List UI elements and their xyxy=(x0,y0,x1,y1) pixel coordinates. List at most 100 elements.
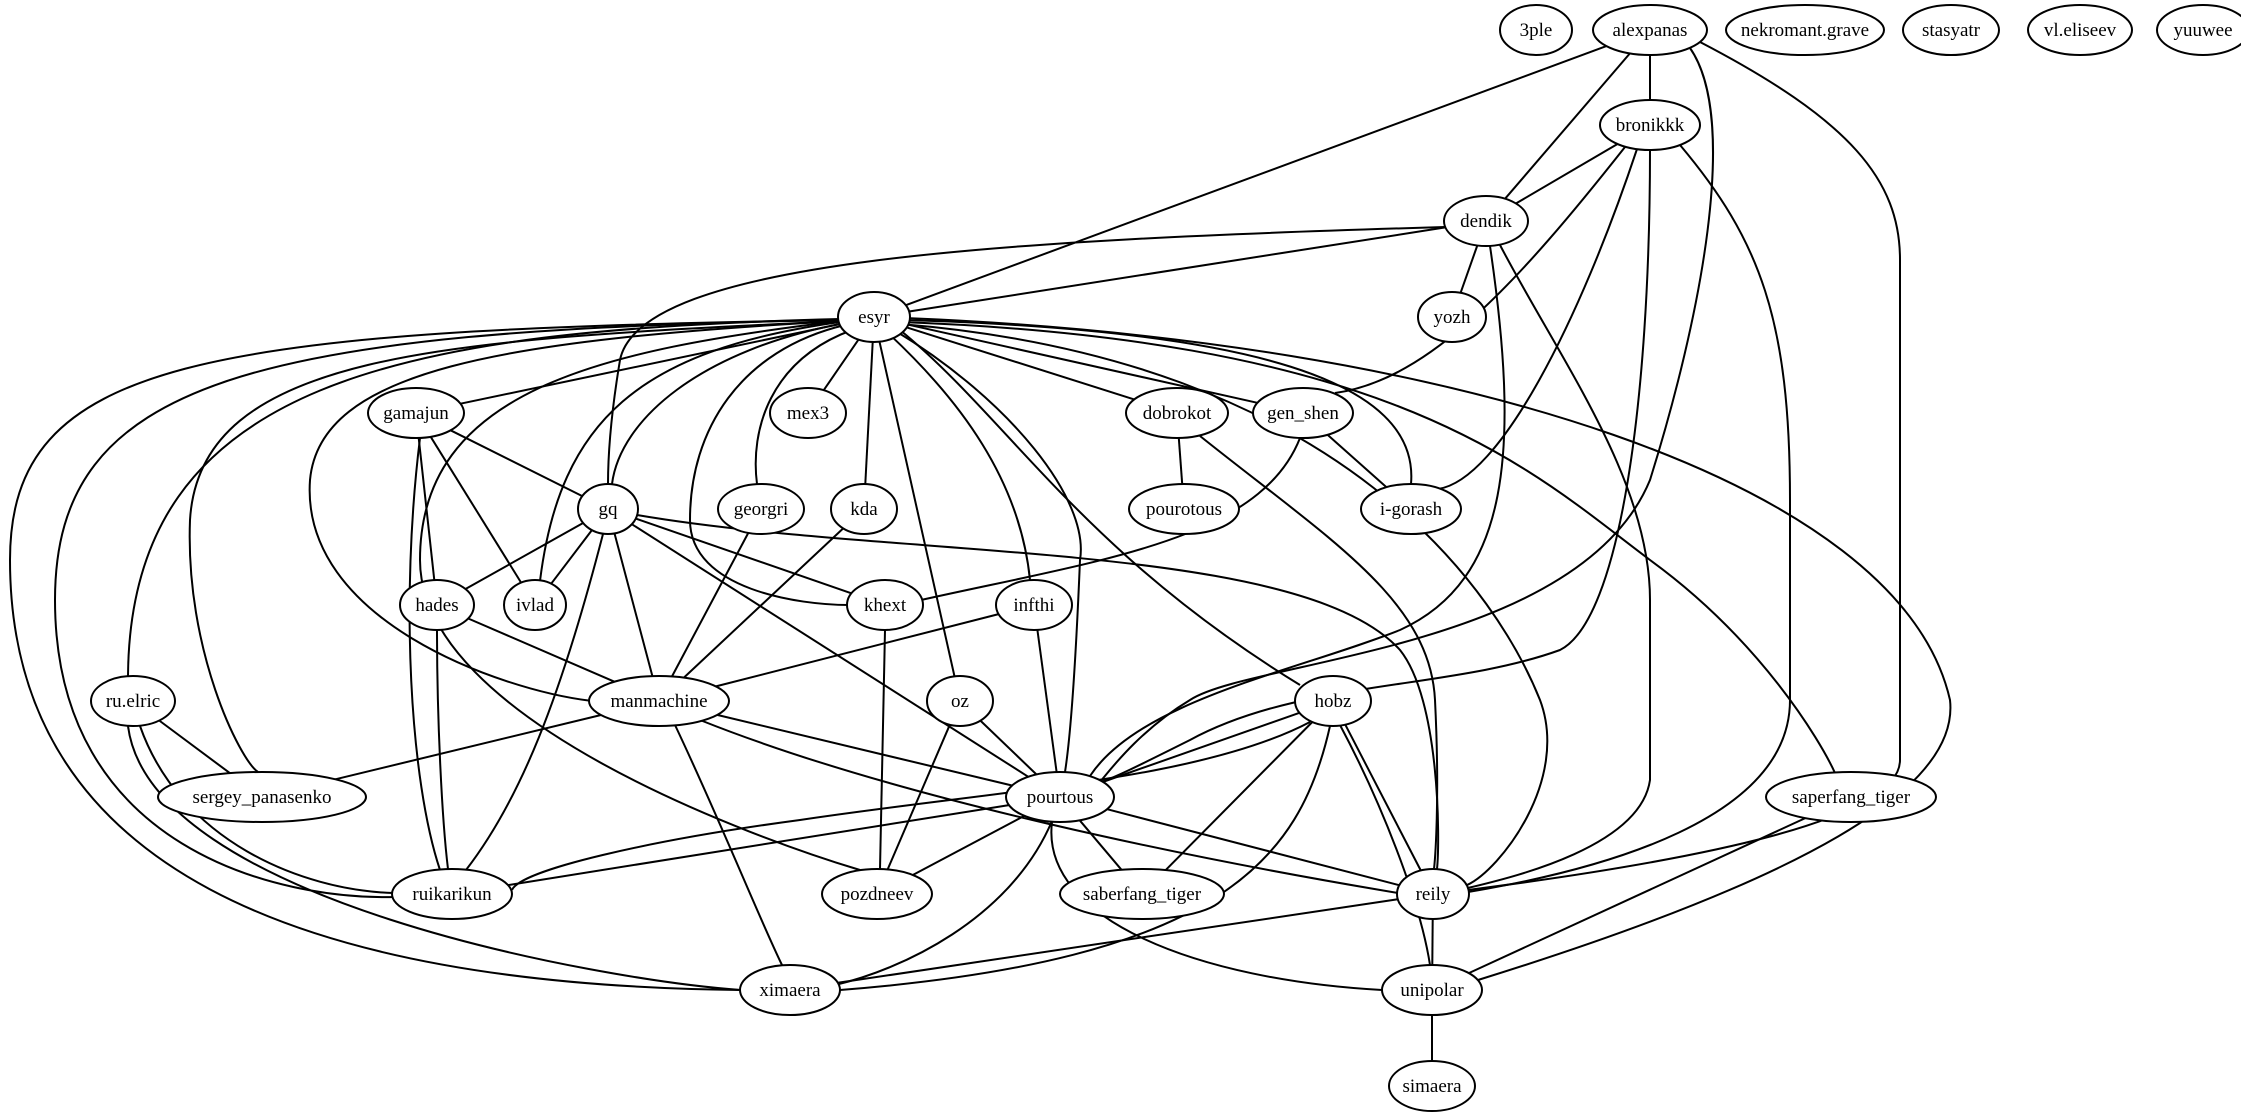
edge-pourtous-reily xyxy=(1106,808,1400,887)
node-hades: hades xyxy=(399,579,475,631)
node-ellipse xyxy=(1417,291,1487,343)
edge-dobrokot-reily xyxy=(1199,435,1439,870)
edge-esyr-gamajun xyxy=(460,323,840,405)
node-ru.elric: ru.elric xyxy=(90,675,176,727)
node-ellipse xyxy=(821,868,933,920)
node-ellipse xyxy=(846,579,924,631)
node-i-gorash: i-gorash xyxy=(1360,483,1462,535)
node-label: ivlad xyxy=(516,595,554,616)
edge-alexpanas-dendik xyxy=(1504,52,1631,200)
edge-hobz-ruikarikun xyxy=(511,721,1311,891)
node-label: hobz xyxy=(1315,691,1352,712)
node-label: kda xyxy=(850,499,878,520)
node-ellipse xyxy=(739,964,841,1016)
node-label: manmachine xyxy=(610,691,707,712)
node-alexpanas: alexpanas xyxy=(1592,4,1708,56)
edge-esyr-reily xyxy=(899,323,1549,886)
node-ellipse xyxy=(1360,483,1462,535)
edge-dendik-esyr xyxy=(908,226,1446,313)
node-ellipse xyxy=(2156,4,2241,56)
node-hobz: hobz xyxy=(1294,675,1372,727)
edge-manmachine-ximaera xyxy=(674,724,783,966)
node-ellipse xyxy=(837,291,911,343)
edge-reily-ximaera xyxy=(837,898,1398,984)
edge-pourtous-ruikarikun xyxy=(507,804,1010,887)
edge-dendik-gq xyxy=(607,226,1446,485)
node-sergey_panasenko: sergey_panasenko xyxy=(157,771,367,823)
node-ellipse xyxy=(995,579,1073,631)
node-ellipse xyxy=(588,675,730,727)
node-esyr: esyr xyxy=(837,291,911,343)
edge-esyr-mex3 xyxy=(822,339,860,391)
edge-alexpanas-reily xyxy=(1467,41,1901,891)
graph-edges xyxy=(8,41,1952,1061)
edge-infthi-manmachine xyxy=(715,613,999,688)
edge-gq-hades xyxy=(465,522,584,590)
node-label: sergey_panasenko xyxy=(193,787,332,808)
node-label: vl.eliseev xyxy=(2044,20,2117,41)
edge-gen_shen-i-gorash xyxy=(1326,434,1388,488)
edge-esyr-ru.elric xyxy=(127,318,841,677)
edge-gq-khext xyxy=(635,517,852,595)
edge-gamajun-hades xyxy=(417,437,436,581)
edge-georgri-manmachine xyxy=(671,532,750,677)
node-label: esyr xyxy=(858,307,890,328)
edge-gen_shen-khext xyxy=(920,437,1301,601)
edge-bronikkk-gen_shen xyxy=(1334,146,1626,394)
node-stasyatr: stasyatr xyxy=(1902,4,2000,56)
node-ellipse xyxy=(1902,4,2000,56)
node-ivlad: ivlad xyxy=(503,579,567,631)
node-label: infthi xyxy=(1013,595,1054,616)
edge-hobz-unipolar xyxy=(1339,724,1431,966)
edge-hobz-ximaera xyxy=(839,725,1331,991)
edge-oz-pourtous xyxy=(979,719,1038,776)
edge-dobrokot-pourotous xyxy=(1177,437,1184,485)
node-saperfang_tiger: saperfang_tiger xyxy=(1765,771,1937,823)
node-label: dobrokot xyxy=(1143,403,1212,424)
edge-hades-ruikarikun xyxy=(436,629,449,870)
node-ellipse xyxy=(1396,868,1470,920)
edge-pourtous-pozdneev xyxy=(912,814,1025,876)
edge-saperfang_tiger-unipolar xyxy=(1468,817,1806,975)
node-gq: gq xyxy=(577,483,639,535)
node-ellipse xyxy=(391,868,513,920)
edge-dendik-yozh xyxy=(1459,245,1479,294)
edge-gamajun-ivlad xyxy=(429,436,522,584)
edge-gq-manmachine xyxy=(613,533,654,677)
node-unipolar: unipolar xyxy=(1381,964,1483,1016)
edge-esyr-infthi xyxy=(887,332,1031,581)
node-label: saberfang_tiger xyxy=(1083,884,1202,905)
edge-esyr-dobrokot xyxy=(906,326,1135,401)
node-ruikarikun: ruikarikun xyxy=(391,868,513,920)
edge-pourtous-ximaera xyxy=(834,820,1053,986)
node-label: simaera xyxy=(1402,1076,1462,1097)
node-label: i-gorash xyxy=(1380,499,1443,520)
node-label: gq xyxy=(599,499,619,520)
node-ellipse xyxy=(769,387,847,439)
node-manmachine: manmachine xyxy=(588,675,730,727)
node-label: saperfang_tiger xyxy=(1792,787,1911,808)
edge-esyr-hobz xyxy=(899,329,1301,686)
node-label: bronikkk xyxy=(1616,115,1685,136)
node-ximaera: ximaera xyxy=(739,964,841,1016)
node-label: unipolar xyxy=(1400,980,1464,1001)
node-gamajun: gamajun xyxy=(367,387,465,439)
edge-gamajun-gq xyxy=(450,429,583,497)
node-label: 3ple xyxy=(1520,20,1553,41)
edge-bronikkk-pourtous xyxy=(1099,149,1651,783)
edge-esyr-khext xyxy=(688,324,850,606)
node-label: reily xyxy=(1416,884,1451,905)
edge-oz-pozdneev xyxy=(886,724,951,870)
node-pozdneev: pozdneev xyxy=(821,868,933,920)
edge-pourtous-saberfang_tiger xyxy=(1078,819,1123,871)
node-ellipse xyxy=(717,483,805,535)
edge-esyr-sergey_panasenko xyxy=(188,320,841,773)
node-ellipse xyxy=(1128,483,1240,535)
node-ellipse xyxy=(157,771,367,823)
edge-ru.elric-sergey_panasenko xyxy=(158,719,231,775)
node-ellipse xyxy=(1252,387,1354,439)
node-khext: khext xyxy=(846,579,924,631)
edge-khext-pozdneev xyxy=(879,629,886,870)
